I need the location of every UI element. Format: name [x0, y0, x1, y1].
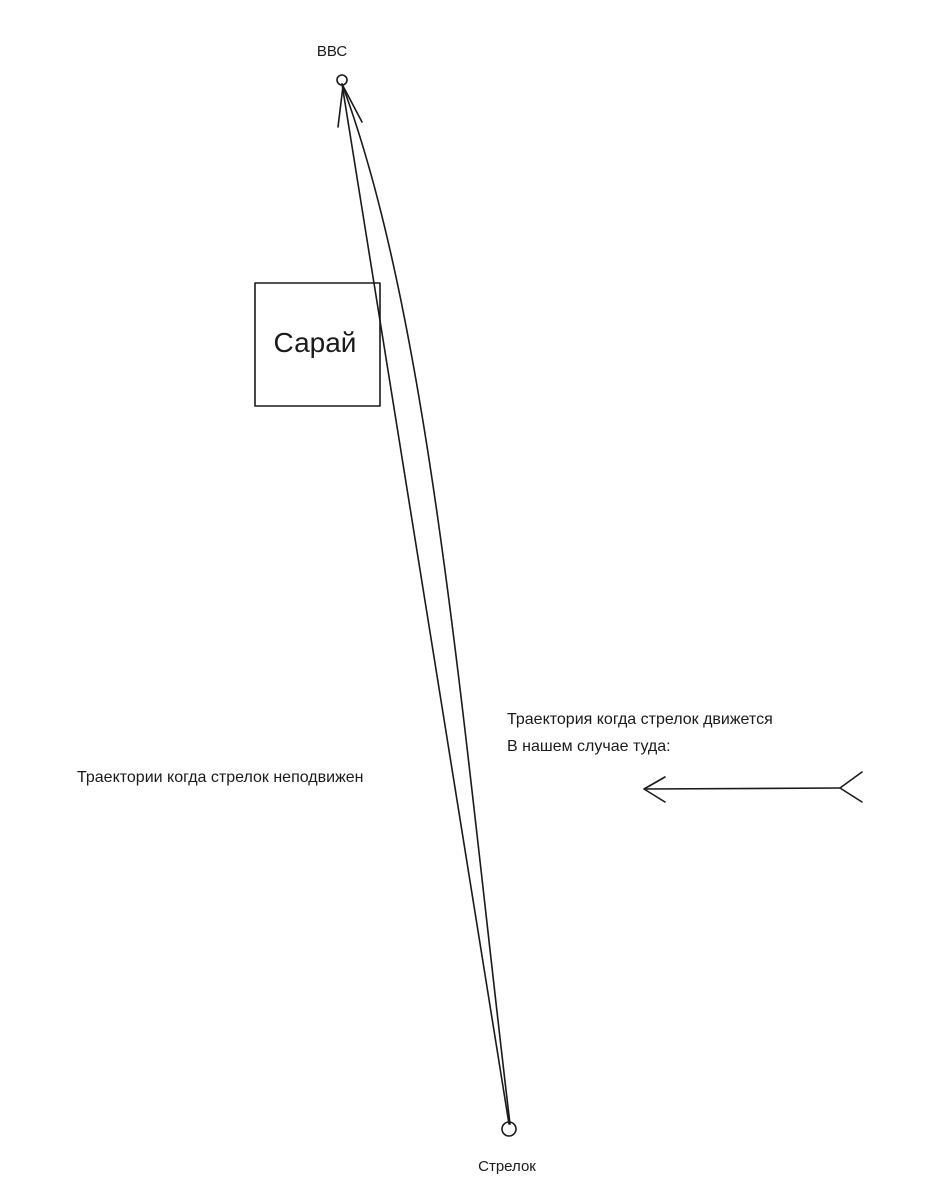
trajectory-curved — [341, 83, 511, 1125]
barn-box — [254, 282, 381, 407]
moving-shooter-note-line1: Траектория когда стрелок движется — [507, 711, 773, 728]
trajectory-arrowhead — [337, 85, 363, 128]
direction-arrow-tail — [839, 771, 863, 803]
direction-arrow-shaft — [644, 787, 841, 790]
shooter-point — [501, 1121, 517, 1137]
shooter-label: Стрелок — [478, 1158, 536, 1175]
direction-arrow-head — [643, 776, 666, 803]
moving-shooter-note-line2: В нашем случае туда: — [507, 738, 671, 755]
barn-label: Сарай — [274, 327, 357, 358]
stationary-shooter-note: Траектории когда стрелок неподвижен — [77, 769, 364, 786]
trajectory-straight — [341, 83, 510, 1125]
target-label: ВВС — [317, 43, 348, 60]
